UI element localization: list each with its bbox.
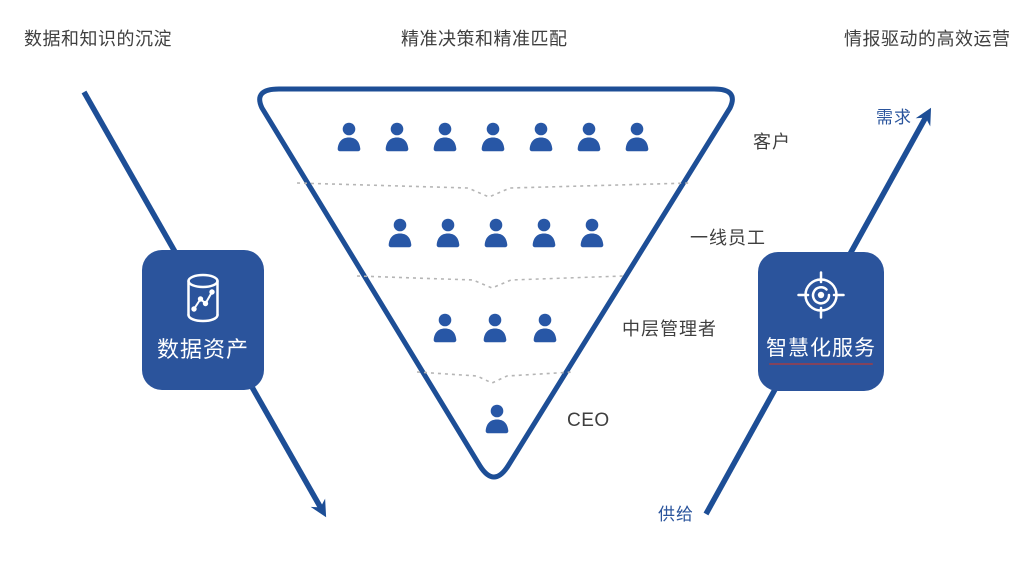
smart-services-label: 智慧化服务 xyxy=(766,337,876,360)
person-icon xyxy=(527,121,555,155)
person-icon xyxy=(383,121,411,155)
inverted-pyramid-outline xyxy=(257,86,735,480)
tier-separator xyxy=(296,182,691,198)
database-chart-icon xyxy=(187,273,219,323)
headline-intel-operations: 情报驱动的高效运营 xyxy=(844,29,1011,49)
tier-ceo-icon xyxy=(483,403,511,437)
person-icon xyxy=(431,121,459,155)
person-icon xyxy=(482,217,510,251)
person-icon xyxy=(575,121,603,155)
smart-services-card: 智慧化服务 xyxy=(758,252,884,391)
headline-precise-decision: 精准决策和精准匹配 xyxy=(401,29,568,49)
tier-middle-managers-icons xyxy=(431,312,559,346)
person-icon xyxy=(531,312,559,346)
person-icon xyxy=(431,312,459,346)
supply-label: 供给 xyxy=(658,505,694,524)
person-icon xyxy=(623,121,651,155)
person-icon xyxy=(481,312,509,346)
tier-customers-icons xyxy=(335,121,651,155)
tier-frontline-icons xyxy=(386,217,606,251)
person-icon xyxy=(386,217,414,251)
person-icon xyxy=(335,121,363,155)
data-assets-label: 数据资产 xyxy=(156,337,249,362)
tier-label-ceo: CEO xyxy=(567,410,610,431)
person-icon xyxy=(434,217,462,251)
person-icon xyxy=(530,217,558,251)
tier-separator xyxy=(356,275,624,289)
tier-label-frontline: 一线员工 xyxy=(690,228,766,248)
person-icon xyxy=(479,121,507,155)
tier-separator xyxy=(416,371,574,384)
tier-label-middle-managers: 中层管理者 xyxy=(622,319,717,339)
red-underline-decoration xyxy=(769,363,873,365)
person-icon xyxy=(483,403,511,437)
demand-label: 需求 xyxy=(876,108,912,127)
headline-data-knowledge: 数据和知识的沉淀 xyxy=(24,29,172,49)
tier-label-customers: 客户 xyxy=(753,132,791,152)
person-icon xyxy=(578,217,606,251)
target-icon xyxy=(797,271,845,319)
data-assets-card: 数据资产 xyxy=(142,250,264,390)
